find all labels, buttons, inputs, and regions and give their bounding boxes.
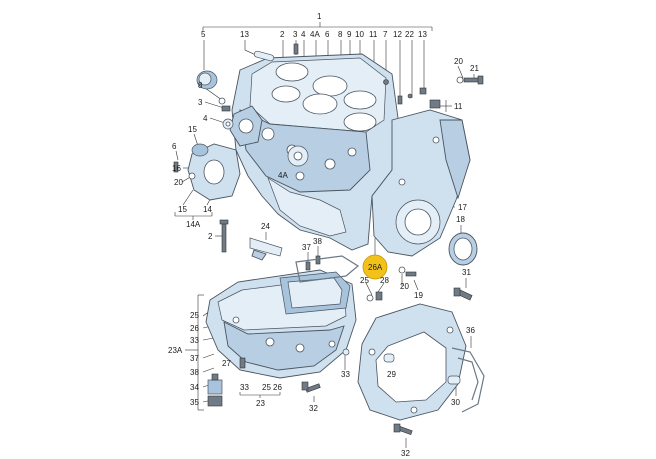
label-11b: 11: [454, 102, 463, 111]
label-21: 21: [470, 64, 479, 73]
label-16: 16: [172, 164, 181, 173]
level-sensor-34: [207, 373, 223, 407]
label-18: 18: [456, 215, 465, 224]
small-fasteners: [293, 43, 427, 105]
small-bolts-37-38: [305, 255, 321, 271]
dowel-13: [253, 50, 275, 62]
label-32b: 32: [401, 449, 410, 458]
label-28: 28: [380, 276, 389, 285]
label-14: 14: [203, 205, 212, 214]
front-seal-housing: [173, 143, 241, 201]
label-25c: 25: [262, 383, 271, 392]
label-33b: 33: [240, 383, 249, 392]
label-37b: 37: [190, 354, 199, 363]
cover-plate-36: [451, 347, 485, 413]
label-15b: 15: [178, 205, 187, 214]
dipstick-tube-24: [249, 237, 283, 261]
bolt-32-bottom: [393, 423, 413, 436]
label-20c: 20: [400, 282, 409, 291]
highlight-marker-26a: [362, 254, 388, 280]
small-part-33: [342, 348, 350, 356]
label-15: 15: [188, 125, 197, 134]
label-27: 27: [222, 359, 231, 368]
label-20: 20: [454, 57, 463, 66]
bolt-32-middle: [301, 381, 321, 393]
label-38: 38: [313, 237, 322, 246]
cylinder-block: [229, 53, 399, 251]
label-24: 24: [261, 222, 270, 231]
label-23a: 23A: [168, 346, 183, 355]
label-2: 2: [280, 30, 285, 39]
label-20b: 20: [174, 178, 183, 187]
label-1: 1: [317, 12, 322, 21]
label-26: 26: [190, 324, 199, 333]
sender-11: [429, 99, 441, 109]
label-34: 34: [190, 383, 199, 392]
label-10: 10: [355, 30, 364, 39]
drain-plug-27: [239, 357, 246, 369]
label-4b: 4: [203, 114, 208, 123]
dowel-30: [447, 375, 461, 385]
label-36: 36: [466, 326, 475, 335]
label-14a: 14A: [186, 220, 201, 229]
label-8b: 8: [198, 81, 203, 90]
label-4a: 4A: [310, 30, 320, 39]
label-19: 19: [414, 291, 423, 300]
label-29: 29: [387, 370, 396, 379]
label-2b: 2: [208, 232, 213, 241]
label-6: 6: [325, 30, 330, 39]
label-4: 4: [301, 30, 306, 39]
label-9: 9: [347, 30, 352, 39]
plug-5: [196, 70, 218, 90]
label-33: 33: [190, 336, 199, 345]
small-parts-25-28-20-19: [366, 266, 417, 302]
label-30: 30: [451, 398, 460, 407]
seal-ring-18: [448, 232, 478, 266]
rear-flange: [371, 109, 471, 257]
part-labels: 1 5 13 2 3 4 4A 6 8 9 10 11 7 12 22 13 2…: [168, 12, 479, 458]
label-33c: 33: [341, 370, 350, 379]
label-13b: 13: [418, 30, 427, 39]
bolt-21: [456, 75, 484, 85]
label-12: 12: [393, 30, 402, 39]
label-35: 35: [190, 398, 199, 407]
bolt-2-lower: [219, 219, 229, 253]
label-4a-mid: 4A: [278, 171, 288, 180]
left-small-parts: [218, 97, 234, 130]
bolt-31: [453, 287, 473, 301]
label-5: 5: [201, 30, 206, 39]
label-32: 32: [309, 404, 318, 413]
label-6b: 6: [172, 142, 177, 151]
label-22: 22: [405, 30, 414, 39]
label-38b: 38: [190, 368, 199, 377]
label-25b: 25: [190, 311, 199, 320]
label-25: 25: [360, 276, 369, 285]
label-3: 3: [293, 30, 298, 39]
label-11: 11: [369, 30, 378, 39]
intermediate-plate: [357, 303, 467, 421]
label-31: 31: [462, 268, 471, 277]
label-8: 8: [338, 30, 343, 39]
label-7: 7: [383, 30, 388, 39]
label-13: 13: [240, 30, 249, 39]
label-23: 23: [256, 399, 265, 408]
oil-pan: [205, 269, 357, 379]
label-26a: 26A: [368, 263, 383, 272]
label-3b: 3: [198, 98, 203, 107]
label-17: 17: [458, 203, 467, 212]
label-37: 37: [302, 243, 311, 252]
oil-pan-gasket: [295, 255, 360, 283]
label-26b: 26: [273, 383, 282, 392]
